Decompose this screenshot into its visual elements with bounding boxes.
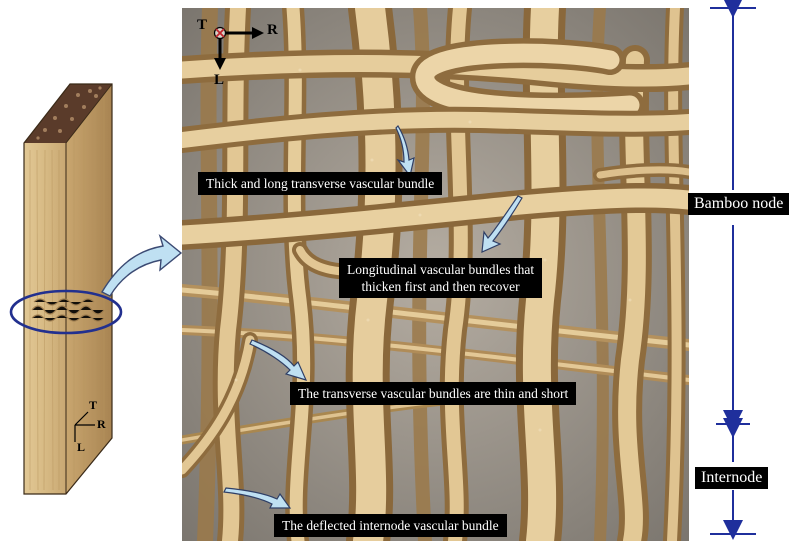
block-axis-t-label: T [89,398,97,413]
callout-longitudinal-line1: Longitudinal vascular bundles that [347,261,534,278]
callout-thick-transverse: Thick and long transverse vascular bundl… [198,172,442,195]
callout-deflected-internode: The deflected internode vascular bundle [274,514,507,537]
block-axis-r-label: R [97,417,106,432]
main-axis-l-label: L [214,72,224,89]
callout-longitudinal: Longitudinal vascular bundles that thick… [339,258,542,298]
main-axis-t-label: T [197,17,207,34]
zoom-pointer-arrow [102,236,181,296]
callout-longitudinal-line2: thicken first and then recover [347,278,534,295]
internode-label: Internode [695,467,768,489]
block-axis-l-label: L [77,440,85,455]
scale-bar [710,8,756,534]
bamboo-node-label: Bamboo node [688,193,789,215]
main-axis-r-label: R [267,22,278,39]
callout-thin-transverse: The transverse vascular bundles are thin… [290,382,576,405]
